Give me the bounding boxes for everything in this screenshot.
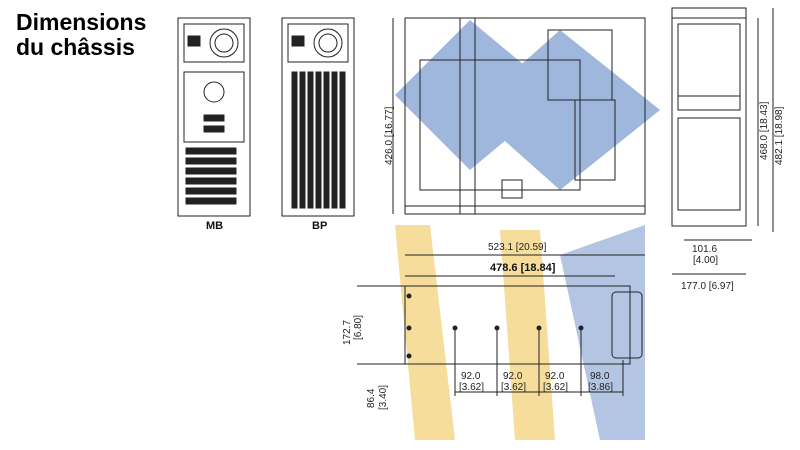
spacing-3-mm: 92.0 bbox=[545, 371, 565, 382]
side-height-a-inch-label: [6.80] bbox=[353, 315, 364, 340]
bp-back-view bbox=[281, 17, 355, 217]
bp-psu-fan-inner bbox=[318, 33, 338, 53]
mb-case-outline bbox=[177, 17, 251, 217]
spacing-2-in: [3.62] bbox=[501, 382, 526, 393]
side-case-outline bbox=[404, 285, 631, 365]
bp-psu-fan bbox=[313, 28, 343, 58]
side-height-b-inch-label: [3.40] bbox=[378, 385, 389, 410]
side-view bbox=[404, 285, 643, 365]
bp-power-socket bbox=[291, 35, 305, 47]
mb-back-view bbox=[177, 17, 251, 217]
watermark-yellow-bar-mid bbox=[500, 230, 555, 440]
bp-label: BP bbox=[312, 220, 327, 232]
front-vent-grille bbox=[677, 117, 741, 211]
title-line-1: Dimensions bbox=[16, 9, 147, 35]
mb-power-socket bbox=[187, 35, 201, 47]
bp-expansion-slots bbox=[291, 71, 346, 209]
top-view bbox=[404, 17, 646, 215]
front-case-outline bbox=[671, 17, 747, 227]
side-length-inner-label: 478.6 [18.84] bbox=[490, 262, 556, 274]
spacing-4-mm: 98.0 bbox=[590, 371, 610, 382]
side-handle bbox=[611, 291, 643, 359]
watermark-blue-bar-right bbox=[560, 225, 645, 440]
mb-io-panel bbox=[183, 71, 245, 143]
bp-case-outline bbox=[281, 17, 355, 217]
front-height-outer-label: 482.1 [18.98] bbox=[774, 106, 785, 165]
mb-rear-fan bbox=[203, 81, 225, 103]
mb-psu-fan bbox=[209, 28, 239, 58]
front-top-cap bbox=[671, 7, 747, 19]
watermark-blue-diamond-right bbox=[470, 30, 660, 190]
watermark-blue-diamond-left bbox=[395, 20, 560, 170]
top-psu-block bbox=[574, 99, 616, 181]
top-case-outline bbox=[404, 17, 646, 215]
spacing-3-in: [3.62] bbox=[543, 382, 568, 393]
front-bay-width-inch-label: [4.00] bbox=[693, 255, 718, 266]
front-bay-width-label: 101.6 bbox=[692, 244, 717, 255]
mb-psu-fan-inner bbox=[214, 33, 234, 53]
side-length-outer-label: 523.1 [20.59] bbox=[488, 242, 547, 253]
front-view bbox=[671, 7, 747, 227]
title-line-2: du châssis bbox=[16, 34, 135, 60]
page-title: Dimensions du châssis bbox=[16, 10, 146, 60]
spacing-1-mm: 92.0 bbox=[461, 371, 481, 382]
front-width-label: 177.0 [6.97] bbox=[681, 281, 734, 292]
bp-psu bbox=[287, 23, 349, 63]
mb-label: MB bbox=[206, 220, 223, 232]
mb-io-port-1 bbox=[203, 114, 225, 122]
side-height-b-label: 86.4 bbox=[366, 388, 377, 408]
watermark-logo bbox=[395, 20, 660, 440]
mb-expansion-slots bbox=[185, 147, 237, 205]
front-drive-bay bbox=[677, 23, 741, 111]
top-depth-label: 426.0 [16.77] bbox=[384, 106, 395, 165]
mb-io-port-2 bbox=[203, 125, 225, 133]
spacing-1-in: [3.62] bbox=[459, 382, 484, 393]
spacing-4-in: [3.86] bbox=[588, 382, 613, 393]
top-small-block bbox=[501, 179, 523, 199]
watermark-yellow-bar-left bbox=[395, 225, 455, 440]
spacing-2-mm: 92.0 bbox=[503, 371, 523, 382]
mb-psu bbox=[183, 23, 245, 63]
top-mainboard bbox=[419, 59, 581, 191]
front-height-inner-label: 468.0 [18.43] bbox=[759, 101, 770, 160]
side-height-a-label: 172.7 bbox=[342, 320, 353, 345]
